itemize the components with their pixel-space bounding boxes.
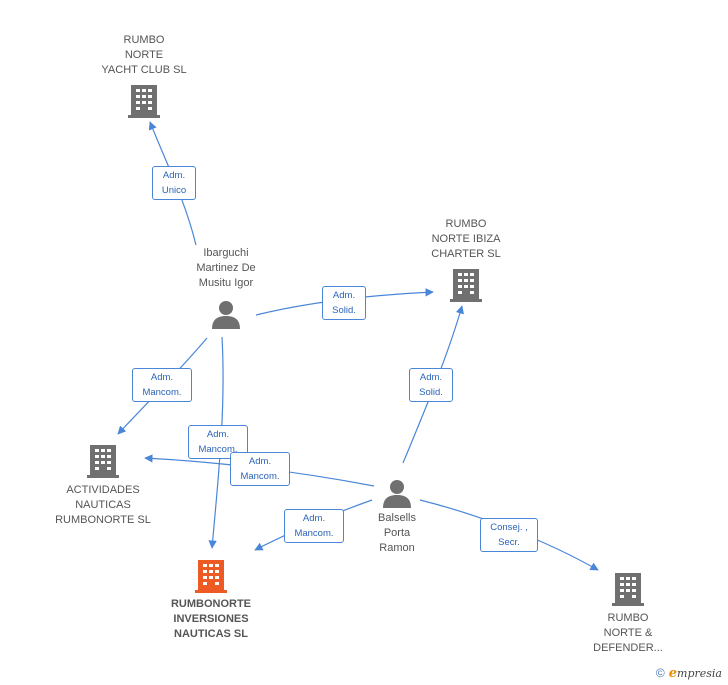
- building-icon: [128, 85, 160, 118]
- edge-label-adm-mancom-actividades[interactable]: Adm. Mancom.: [132, 368, 192, 402]
- node-label: RUMBONORTE INVERSIONES NAUTICAS SL: [170, 598, 252, 640]
- node-label: Ibarguchi Martinez De Musitu Igor: [196, 247, 256, 289]
- edge-label-adm-mancom-balsells-actividades[interactable]: Adm. Mancom.: [230, 452, 290, 486]
- node-label: RUMBO NORTE IBIZA CHARTER SL: [431, 218, 501, 260]
- node-label: RUMBO NORTE YACHT CLUB SL: [101, 34, 187, 76]
- brand-name: mpresia: [677, 667, 722, 680]
- empresia-brand[interactable]: ©empresia: [656, 666, 722, 681]
- node-rumbo-norte-defender[interactable]: RUMBO NORTE & DEFENDER...: [578, 571, 678, 656]
- copyright-icon: ©: [655, 666, 665, 680]
- node-actividades-nauticas[interactable]: ACTIVIDADES NAUTICAS RUMBONORTE SL: [48, 443, 158, 528]
- node-person-ibarguchi[interactable]: Ibarguchi Martinez De Musitu Igor: [176, 246, 276, 329]
- building-icon: [87, 445, 119, 478]
- node-person-balsells[interactable]: Balsells Porta Ramon: [347, 478, 447, 556]
- node-label: RUMBO NORTE & DEFENDER...: [593, 612, 663, 654]
- node-label: Balsells Porta Ramon: [378, 512, 416, 554]
- building-icon: [612, 573, 644, 606]
- edge-label-adm-unico[interactable]: Adm. Unico: [152, 166, 196, 200]
- brand-initial: e: [668, 666, 678, 681]
- building-icon: [195, 560, 227, 593]
- person-icon: [212, 301, 240, 329]
- edge-label-adm-solid-balsells[interactable]: Adm. Solid.: [409, 368, 453, 402]
- edge-label-adm-mancom-rumbonorte[interactable]: Adm. Mancom.: [188, 425, 248, 459]
- building-icon: [450, 269, 482, 302]
- node-rumbo-norte-yacht-club[interactable]: RUMBO NORTE YACHT CLUB SL: [94, 33, 194, 119]
- edge-label-adm-mancom-balsells-rumbonorte[interactable]: Adm. Mancom.: [284, 509, 344, 543]
- person-icon: [383, 480, 411, 508]
- node-rumbonorte-inversiones-main[interactable]: RUMBONORTE INVERSIONES NAUTICAS SL: [156, 558, 266, 642]
- node-label: ACTIVIDADES NAUTICAS RUMBONORTE SL: [55, 484, 151, 526]
- node-rumbo-norte-ibiza-charter[interactable]: RUMBO NORTE IBIZA CHARTER SL: [416, 217, 516, 303]
- edge-label-consej-secr[interactable]: Consej. , Secr.: [480, 518, 538, 552]
- edge-label-adm-solid-ibiza[interactable]: Adm. Solid.: [322, 286, 366, 320]
